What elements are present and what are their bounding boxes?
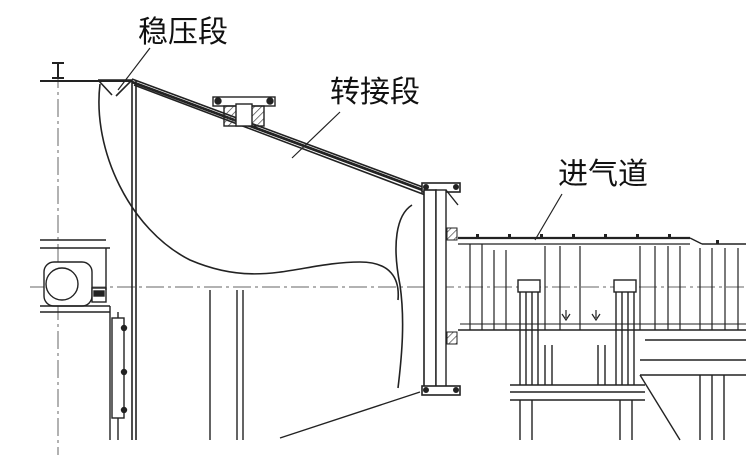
i-beam-icon [40, 62, 132, 82]
duct-support [510, 279, 746, 441]
inlet-duct [458, 234, 746, 341]
centerline [30, 70, 746, 455]
top-flange [212, 96, 276, 127]
leader-lines [117, 47, 563, 241]
label-inlet-duct: 进气道 [558, 157, 648, 192]
transition-section [131, 78, 429, 440]
left-frame [40, 239, 128, 440]
label-transition-section: 转接段 [330, 75, 420, 110]
label-stabilizing-section: 稳压段 [138, 15, 228, 50]
bellmouth-flange [395, 182, 461, 396]
stabilizing-section [97, 79, 400, 440]
